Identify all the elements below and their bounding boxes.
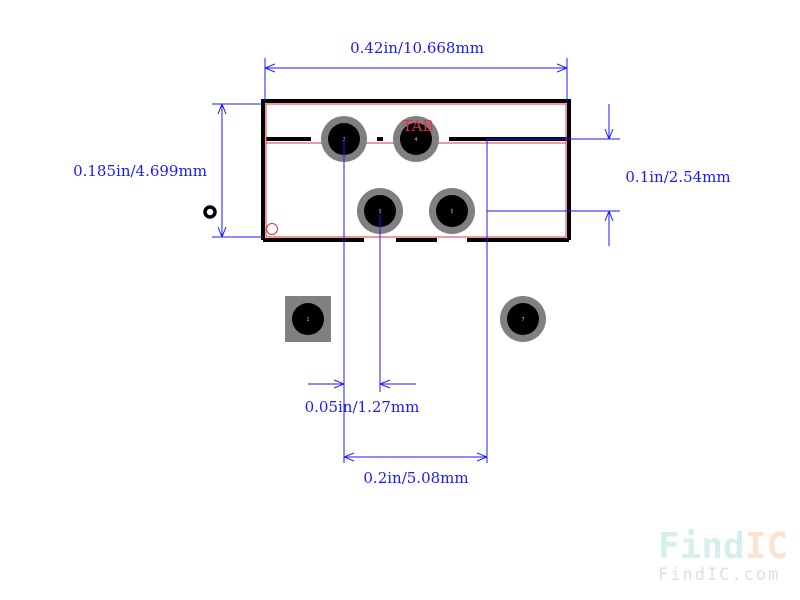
svg-text:FindIC.com: FindIC.com [658, 565, 780, 585]
svg-text:7: 7 [521, 317, 524, 323]
svg-text:1: 1 [306, 317, 309, 323]
pad-1: 1 [285, 296, 331, 342]
pad-7: 7 [500, 296, 546, 342]
dimension-lines [212, 58, 620, 463]
tab-label: TAB [402, 117, 433, 135]
pad-4: 4 [393, 116, 439, 162]
pin1-marker [203, 205, 217, 219]
svg-text:4: 4 [414, 137, 417, 143]
offset-dimension: 0.05in/1.27mm [305, 398, 420, 416]
pad-5: 5 [429, 188, 475, 234]
svg-text:5: 5 [450, 209, 453, 215]
row-pitch-dimension: 0.1in/2.54mm [625, 168, 730, 186]
findic-watermark: FindIC FindIC.com [658, 526, 788, 585]
pitch-dimension: 0.2in/5.08mm [363, 469, 468, 487]
height-dimension: 0.185in/4.699mm [73, 162, 207, 180]
width-dimension: 0.42in/10.668mm [350, 39, 484, 57]
svg-text:FindIC: FindIC [658, 526, 788, 567]
